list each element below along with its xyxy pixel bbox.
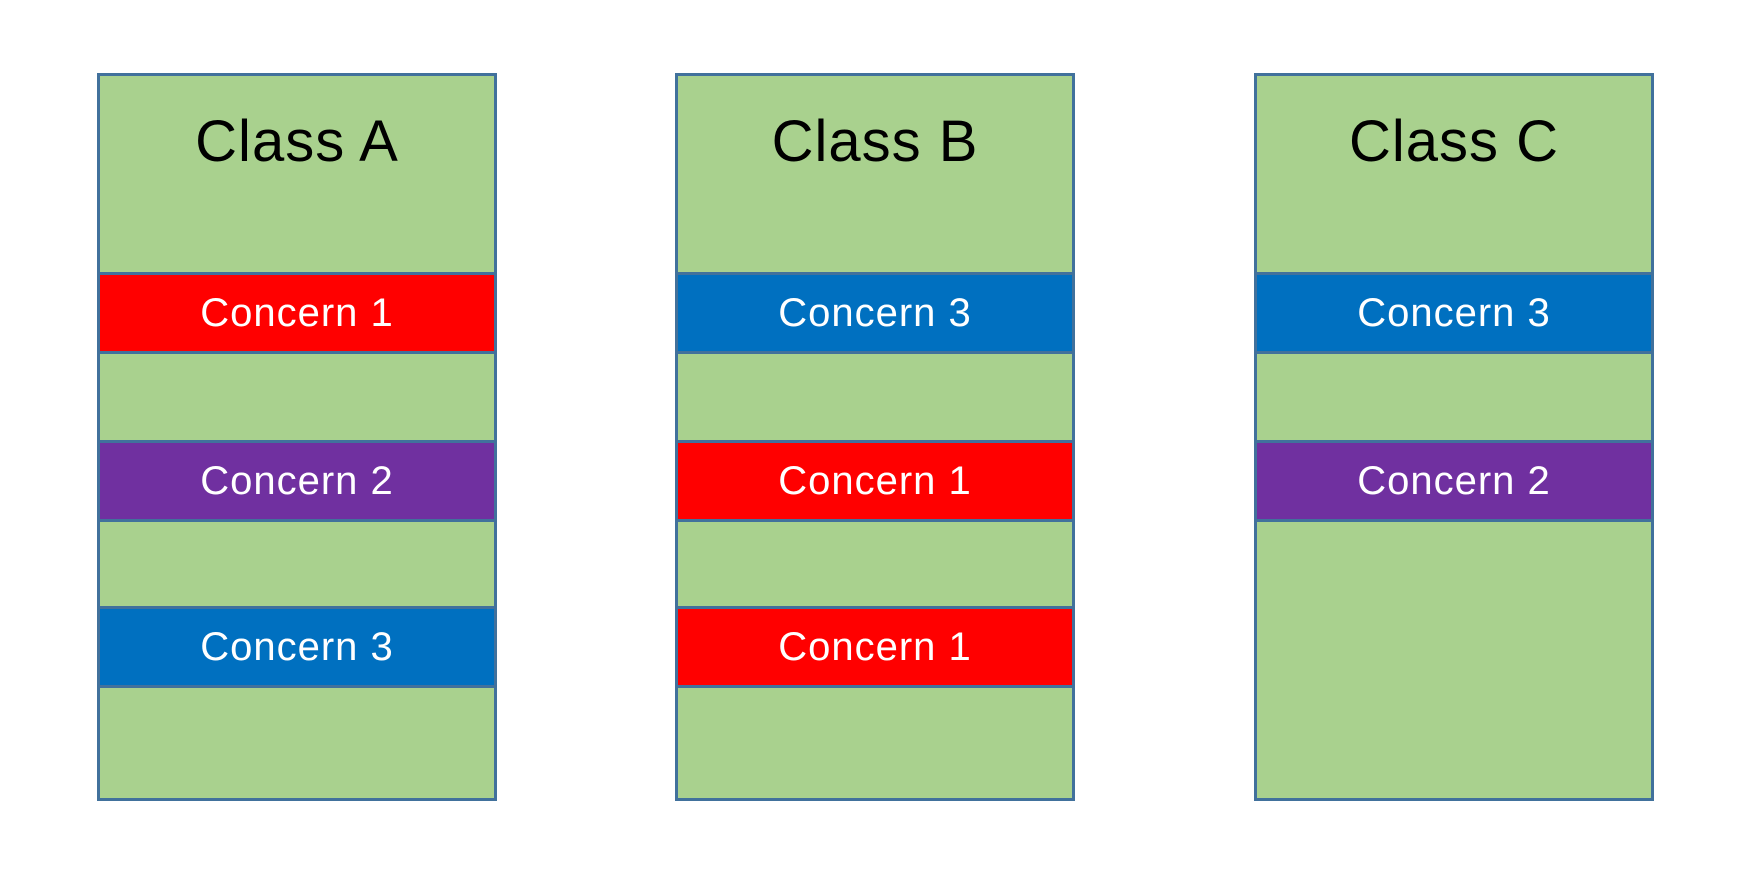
concern-band-label: Concern 2 (1357, 458, 1551, 503)
concern-band: Concern 2 (1257, 440, 1651, 522)
class-b-box: Class B Concern 3 Concern 1 Concern 1 (675, 73, 1075, 801)
concern-band-label: Concern 3 (1357, 290, 1551, 335)
concern-band-label: Concern 1 (200, 290, 394, 335)
concern-band-label: Concern 3 (778, 290, 972, 335)
concern-band: Concern 3 (100, 606, 494, 688)
concern-band: Concern 1 (678, 606, 1072, 688)
concern-band: Concern 1 (100, 272, 494, 354)
class-a-box: Class A Concern 1 Concern 2 Concern 3 (97, 73, 497, 801)
concern-band-label: Concern 3 (200, 624, 394, 669)
class-a-title: Class A (195, 109, 399, 174)
concern-band: Concern 3 (678, 272, 1072, 354)
concern-band: Concern 2 (100, 440, 494, 522)
class-c-title: Class C (1348, 109, 1560, 174)
concern-band-label: Concern 1 (778, 624, 972, 669)
concern-band-label: Concern 2 (200, 458, 394, 503)
concern-band-label: Concern 1 (778, 458, 972, 503)
concern-band: Concern 3 (1257, 272, 1651, 354)
class-b-title: Class B (771, 109, 979, 174)
concern-band: Concern 1 (678, 440, 1072, 522)
class-c-box: Class C Concern 3 Concern 2 (1254, 73, 1654, 801)
